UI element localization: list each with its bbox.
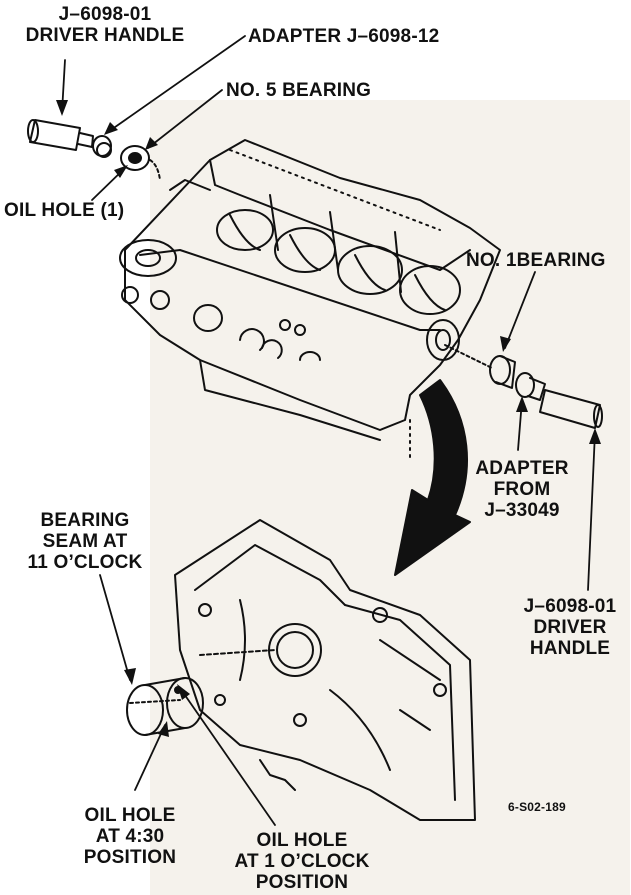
label-line: J–6098-01 — [58, 4, 152, 25]
label-line: SEAM AT — [42, 531, 128, 552]
label-line: OIL HOLE — [84, 805, 176, 826]
label-driver-handle-right: J–6098-01 DRIVER HANDLE — [510, 596, 630, 659]
label-adapter-from: ADAPTER FROM J–33049 — [462, 458, 582, 521]
label-line: NO. 1BEARING — [466, 250, 606, 271]
label-line: OIL HOLE — [256, 830, 348, 851]
label-line: DRIVER HANDLE — [25, 25, 185, 46]
label-line: J–6098-01 — [523, 596, 617, 617]
label-line: 11 O’CLOCK — [27, 552, 143, 573]
label-adapter-top: ADAPTER J–6098-12 — [248, 26, 439, 47]
transition-arrow — [394, 379, 471, 576]
label-no5-bearing: NO. 5 BEARING — [226, 80, 371, 101]
label-line: DRIVER — [533, 617, 607, 638]
label-no1-bearing: NO. 1BEARING — [466, 250, 606, 271]
label-line: POSITION — [83, 847, 177, 868]
label-line: NO. 5 BEARING — [226, 80, 372, 101]
label-line: J–33049 — [484, 500, 560, 521]
upper-tool-stack — [27, 119, 161, 181]
figure-id: 6-S02-189 — [508, 800, 566, 814]
label-line: ADAPTER — [475, 458, 569, 479]
diagram-background — [150, 100, 630, 895]
label-oil-hole-1: OIL HOLE (1) — [4, 200, 124, 221]
label-line: FROM — [493, 479, 551, 500]
label-line: BEARING — [40, 510, 130, 531]
label-line: 6-S02-189 — [508, 800, 566, 814]
label-bearing-seam: BEARING SEAM AT 11 O’CLOCK — [10, 510, 160, 573]
label-line: HANDLE — [529, 638, 611, 659]
label-line: AT 1 O’CLOCK — [234, 851, 370, 872]
leader-lines — [61, 35, 596, 826]
engine-block-top — [119, 139, 501, 461]
label-oil-hole-430: OIL HOLE AT 4:30 POSITION — [60, 805, 200, 868]
label-line: POSITION — [255, 872, 349, 893]
label-line: AT 4:30 — [95, 826, 165, 847]
engine-block-rear-view — [174, 519, 476, 821]
label-oil-hole-1oclock: OIL HOLE AT 1 O’CLOCK POSITION — [212, 830, 392, 893]
label-driver-handle-top: J–6098-01 DRIVER HANDLE — [0, 4, 210, 46]
label-line: ADAPTER J–6098-12 — [248, 26, 440, 47]
label-line: OIL HOLE (1) — [4, 200, 125, 221]
arrowheads — [56, 100, 601, 737]
